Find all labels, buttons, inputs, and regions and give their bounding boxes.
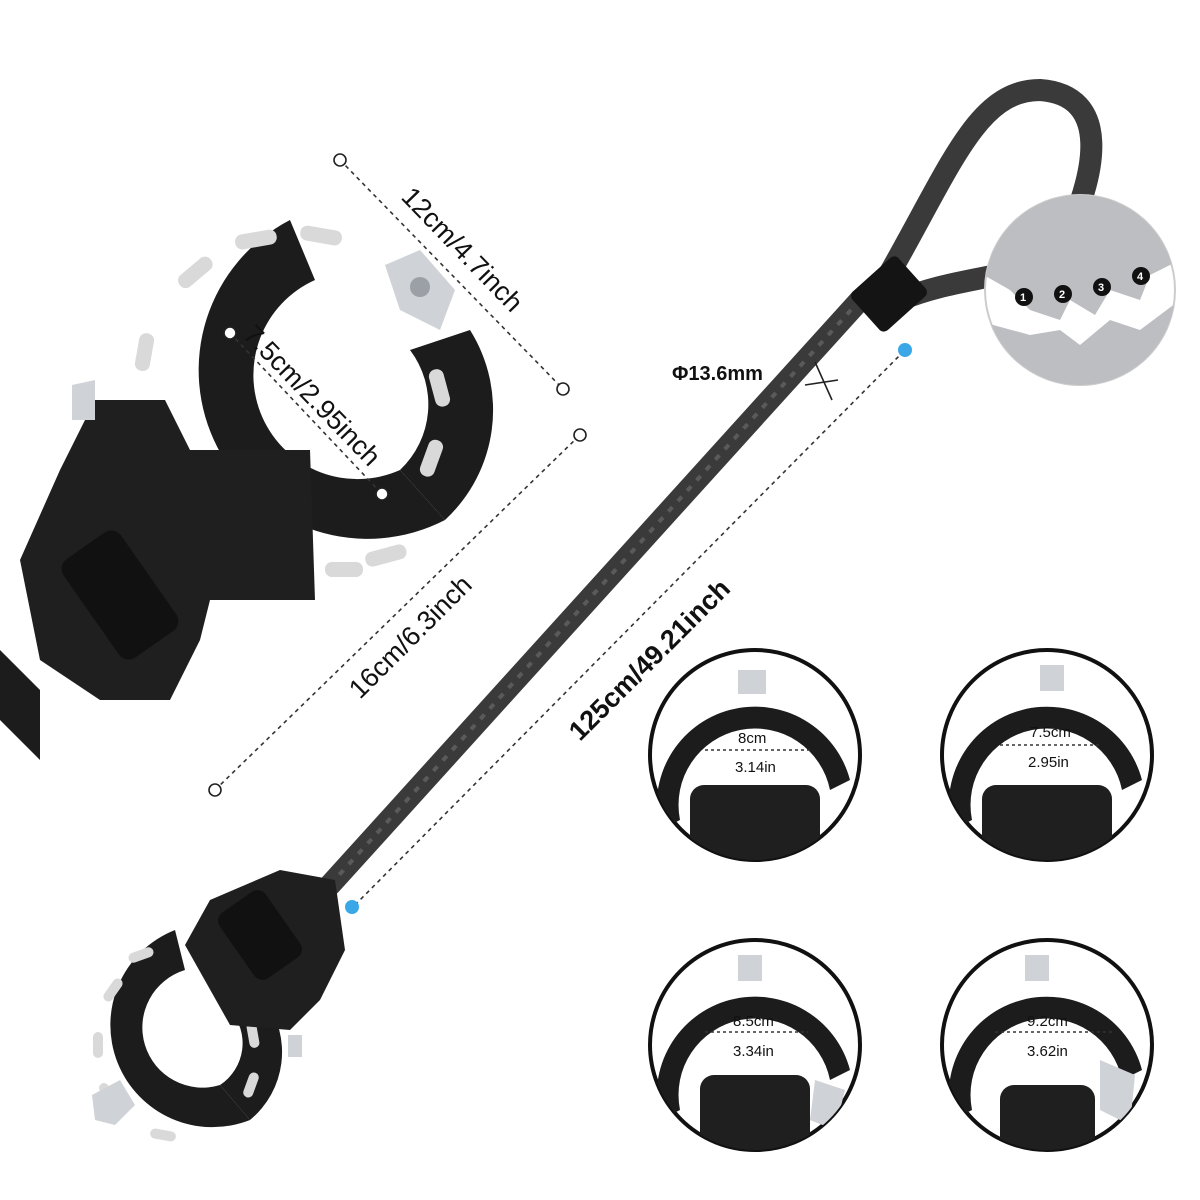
size-option-4: 9.2cm 3.62in bbox=[940, 938, 1154, 1152]
size-option-4-inch: 3.62in bbox=[1027, 1043, 1068, 1060]
size-option-2-inch: 2.95in bbox=[1028, 754, 1069, 771]
small-lock bbox=[92, 870, 345, 1142]
ring-slots bbox=[134, 225, 451, 577]
notch-1: 1 bbox=[1020, 292, 1026, 304]
size-option-4-cm: 9.2cm bbox=[1027, 1013, 1068, 1030]
dimension-endpoints bbox=[208, 153, 587, 797]
cable-stub bbox=[0, 650, 40, 760]
size-option-2-cm: 7.5cm bbox=[1030, 724, 1071, 741]
small-side-clip bbox=[288, 1035, 302, 1057]
cable-thickness-label: Φ13.6mm bbox=[672, 363, 763, 385]
size-option-1-cm: 8cm bbox=[738, 730, 766, 747]
dimension-lines bbox=[214, 159, 906, 906]
size-option-1-inch: 3.14in bbox=[735, 759, 776, 776]
notch-3: 3 bbox=[1098, 282, 1104, 294]
size-option-3: 8.5cm 3.34in bbox=[648, 938, 862, 1152]
notch-inset: 1 2 3 4 bbox=[984, 194, 1176, 386]
size-option-3-cm: 8.5cm bbox=[733, 1013, 774, 1030]
small-hinge bbox=[92, 1080, 135, 1125]
notch-2: 2 bbox=[1059, 289, 1065, 301]
large-lock bbox=[0, 220, 494, 760]
key-cylinder-housing bbox=[61, 530, 179, 660]
cable-length-endpoint-bottom bbox=[345, 900, 359, 914]
small-key-cylinder bbox=[218, 890, 302, 980]
notch-4: 4 bbox=[1137, 271, 1144, 283]
cable-thickness-marker bbox=[804, 361, 839, 401]
hinge-latch bbox=[385, 250, 455, 330]
cable-length-endpoint-top bbox=[898, 343, 912, 357]
size-option-1: 8cm 3.14in bbox=[648, 648, 862, 862]
side-clip bbox=[72, 380, 95, 420]
cable-ferrule bbox=[851, 256, 927, 332]
lock-body bbox=[20, 400, 315, 700]
total-height-label: 16cm/6.3inch bbox=[343, 569, 478, 704]
size-option-2: 7.5cm 2.95in bbox=[940, 648, 1154, 862]
size-option-3-inch: 3.34in bbox=[733, 1043, 774, 1060]
